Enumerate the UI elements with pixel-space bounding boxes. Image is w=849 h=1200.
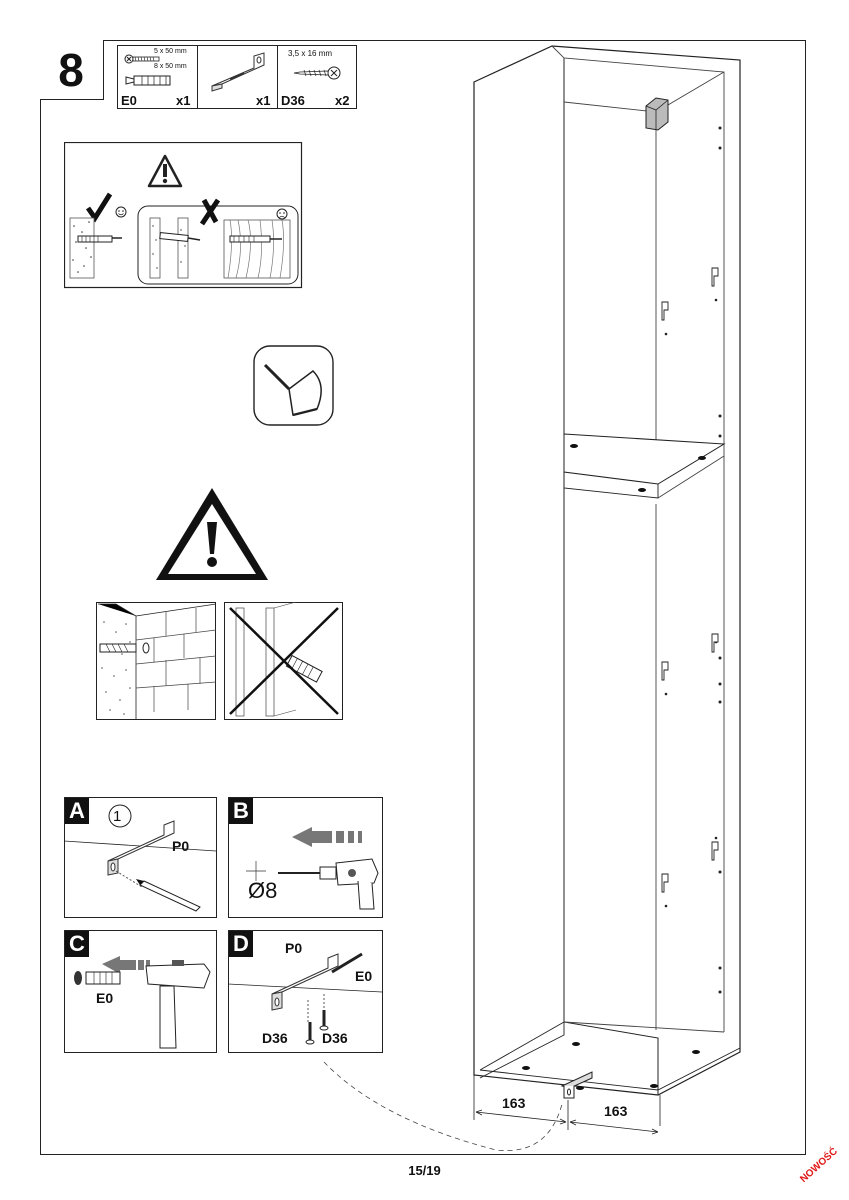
wall-type-warning bbox=[64, 142, 303, 289]
page-frame bbox=[40, 40, 806, 1155]
panel-b-letter: B bbox=[229, 798, 253, 824]
panel-c bbox=[64, 930, 217, 1053]
sad-face-icon bbox=[276, 208, 288, 220]
parts-list: 5 x 50 mm 8 x 50 mm E0 x1 x1 3,5 x 16 mm bbox=[117, 45, 357, 109]
step-number: 8 bbox=[58, 44, 84, 96]
part-e0-plug-spec: 8 x 50 mm bbox=[154, 63, 187, 70]
panel-a bbox=[64, 797, 217, 918]
dustpan-icon bbox=[253, 345, 334, 426]
panel-d-screw-left: D36 bbox=[262, 1030, 288, 1046]
part-d36-spec: 3,5 x 16 mm bbox=[288, 49, 333, 58]
part-bracket: x1 bbox=[198, 46, 278, 108]
wood-screw-icon bbox=[293, 66, 341, 80]
panel-d bbox=[228, 930, 383, 1053]
panel-a-part-label: P0 bbox=[172, 838, 190, 854]
part-bracket-qty: x1 bbox=[256, 93, 271, 108]
pencil-icon bbox=[136, 879, 201, 912]
hammer-icon bbox=[145, 960, 211, 1049]
step-number-box: 8 bbox=[40, 40, 104, 100]
panel-d-letter: D bbox=[229, 931, 253, 957]
screw-icon bbox=[124, 54, 160, 64]
wall-plug-icon bbox=[125, 75, 171, 86]
smiley-icon bbox=[115, 206, 127, 218]
panel-d-screw-right: D36 bbox=[322, 1030, 348, 1046]
angle-bracket-icon bbox=[211, 52, 265, 92]
drill-icon bbox=[278, 858, 379, 910]
part-e0-qty: x1 bbox=[176, 93, 191, 108]
part-e0-code: E0 bbox=[121, 93, 137, 108]
warning-triangle-icon bbox=[147, 154, 183, 188]
part-d36: 3,5 x 16 mm D36 x2 bbox=[278, 46, 356, 108]
panel-a-step-number: 1 bbox=[113, 808, 122, 825]
check-mark-icon bbox=[85, 192, 113, 223]
part-e0-screw-spec: 5 x 50 mm bbox=[154, 48, 187, 55]
wall-mount-comparison bbox=[96, 602, 343, 720]
panel-c-part-label: E0 bbox=[96, 990, 114, 1006]
page-number: 15/19 bbox=[408, 1163, 441, 1178]
panel-b bbox=[228, 797, 383, 918]
panel-c-letter: C bbox=[65, 931, 89, 957]
panel-d-part-label-right: E0 bbox=[355, 968, 373, 984]
large-warning-triangle-icon bbox=[156, 488, 268, 580]
part-e0: 5 x 50 mm 8 x 50 mm E0 x1 bbox=[118, 46, 198, 108]
part-d36-code: D36 bbox=[281, 93, 305, 108]
part-d36-qty: x2 bbox=[335, 93, 350, 108]
dimension-right: 163 bbox=[604, 1103, 628, 1119]
panel-d-part-label-top: P0 bbox=[285, 940, 303, 956]
cabinet-drawing bbox=[323, 45, 741, 1152]
panel-b-drill-diameter: Ø8 bbox=[248, 878, 278, 903]
dimension-left: 163 bbox=[502, 1095, 526, 1111]
cross-mark-icon bbox=[199, 198, 221, 226]
panel-a-letter: A bbox=[65, 798, 89, 824]
